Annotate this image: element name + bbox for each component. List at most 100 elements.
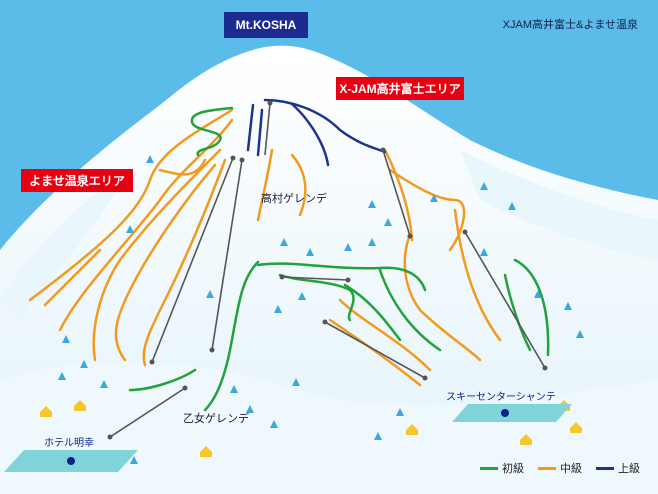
tree-icon xyxy=(280,238,288,246)
tree-icon xyxy=(480,182,488,190)
run-intermediate xyxy=(92,148,222,362)
lift-station xyxy=(107,434,113,440)
ski-center-pad xyxy=(452,404,572,422)
tree-icon xyxy=(62,335,70,343)
legend-swatch-beginner xyxy=(480,466,498,470)
lodge-icon xyxy=(40,406,52,417)
tree-icon xyxy=(274,305,282,313)
run-intermediate xyxy=(28,108,234,302)
mountain-shade-right xyxy=(460,150,658,260)
legend-label-intermediate: 中級 xyxy=(560,463,582,475)
tree-icon xyxy=(230,385,238,393)
run-intermediate xyxy=(383,148,414,242)
run-intermediate xyxy=(453,208,502,342)
tree-icon xyxy=(206,290,214,298)
legend-label-beginner: 初級 xyxy=(502,463,524,475)
difficulty-legend: 初級 中級 上級 xyxy=(480,460,640,476)
lift-station xyxy=(345,277,351,283)
lift-line xyxy=(464,231,546,369)
tree-icon xyxy=(576,330,584,338)
run-beginner xyxy=(203,260,260,412)
intermediate-runs xyxy=(28,108,502,387)
run-beginner xyxy=(513,258,550,357)
run-intermediate xyxy=(158,158,207,176)
ski-center-marker xyxy=(501,409,509,417)
tree-icon xyxy=(298,292,306,300)
run-intermediate xyxy=(338,298,432,372)
run-beginner xyxy=(503,273,532,352)
lodge-icon xyxy=(520,434,532,445)
lift-stations xyxy=(107,100,548,440)
lift-station xyxy=(209,347,215,353)
lodge-icon xyxy=(406,424,418,435)
tree-icon xyxy=(508,202,516,210)
run-intermediate xyxy=(114,163,217,362)
lodge-icon xyxy=(74,400,86,411)
lift-line xyxy=(281,276,349,281)
run-advanced xyxy=(263,98,387,154)
tree-icon xyxy=(292,378,300,386)
lift-line xyxy=(151,157,234,363)
run-intermediate xyxy=(290,153,307,217)
run-intermediate xyxy=(403,233,482,362)
legend-label-advanced: 上級 xyxy=(618,463,640,475)
tree-icon xyxy=(270,420,278,428)
lift-station xyxy=(542,365,548,371)
tree-icon xyxy=(344,243,352,251)
tree-icon xyxy=(126,225,134,233)
lift-station xyxy=(230,155,236,161)
legend-item-intermediate: 中級 xyxy=(538,460,582,476)
lift-station xyxy=(462,229,468,235)
tree-icon xyxy=(374,432,382,440)
lift-line xyxy=(324,321,426,379)
run-intermediate xyxy=(142,158,227,367)
advanced-runs xyxy=(246,98,387,167)
lodge-icon xyxy=(200,446,212,457)
trees xyxy=(58,155,584,464)
lift-line xyxy=(109,387,186,438)
lift-station xyxy=(149,359,155,365)
tree-icon xyxy=(534,290,542,298)
hotel-marker xyxy=(67,457,75,465)
lift-station xyxy=(380,147,386,153)
legend-item-beginner: 初級 xyxy=(480,460,524,476)
run-beginner xyxy=(128,368,197,392)
run-advanced xyxy=(256,108,264,157)
run-beginner xyxy=(378,268,442,352)
tree-icon xyxy=(564,302,572,310)
tree-icon xyxy=(396,408,404,416)
lift-station xyxy=(322,319,328,325)
tree-icon xyxy=(384,218,392,226)
tree-icon xyxy=(480,248,488,256)
run-beginner xyxy=(190,106,234,157)
legend-item-advanced: 上級 xyxy=(596,460,640,476)
tree-icon xyxy=(368,200,376,208)
tree-icon xyxy=(306,248,314,256)
lift-station xyxy=(422,375,428,381)
lodge-icon xyxy=(570,422,582,433)
lift-station xyxy=(407,233,413,239)
run-beginner xyxy=(278,273,355,322)
run-advanced xyxy=(246,103,255,152)
tree-icon xyxy=(130,456,138,464)
tree-icon xyxy=(246,405,254,413)
lifts xyxy=(109,102,546,438)
tree-icon xyxy=(146,155,154,163)
tree-icon xyxy=(80,360,88,368)
area-label-yomase: よませ温泉エリア xyxy=(21,169,133,192)
legend-swatch-intermediate xyxy=(538,466,556,470)
lift-station xyxy=(182,385,188,391)
facility-label-ski-center: スキーセンターシャンテ xyxy=(446,392,556,403)
facility-label-hotel: ホテル明幸 xyxy=(44,438,94,449)
run-intermediate xyxy=(328,318,422,387)
mountain-shade-left xyxy=(0,170,130,320)
peak-label: Mt.KOSHA xyxy=(224,12,308,38)
map-title: XJAM高井富士&よませ温泉 xyxy=(502,19,638,31)
run-intermediate xyxy=(43,248,102,307)
run-intermediate xyxy=(388,168,466,252)
slope-label-otome: 乙女ゲレンデ xyxy=(183,413,249,425)
run-beginner xyxy=(343,283,402,342)
lift-line xyxy=(211,159,243,351)
lift-station xyxy=(279,274,285,280)
